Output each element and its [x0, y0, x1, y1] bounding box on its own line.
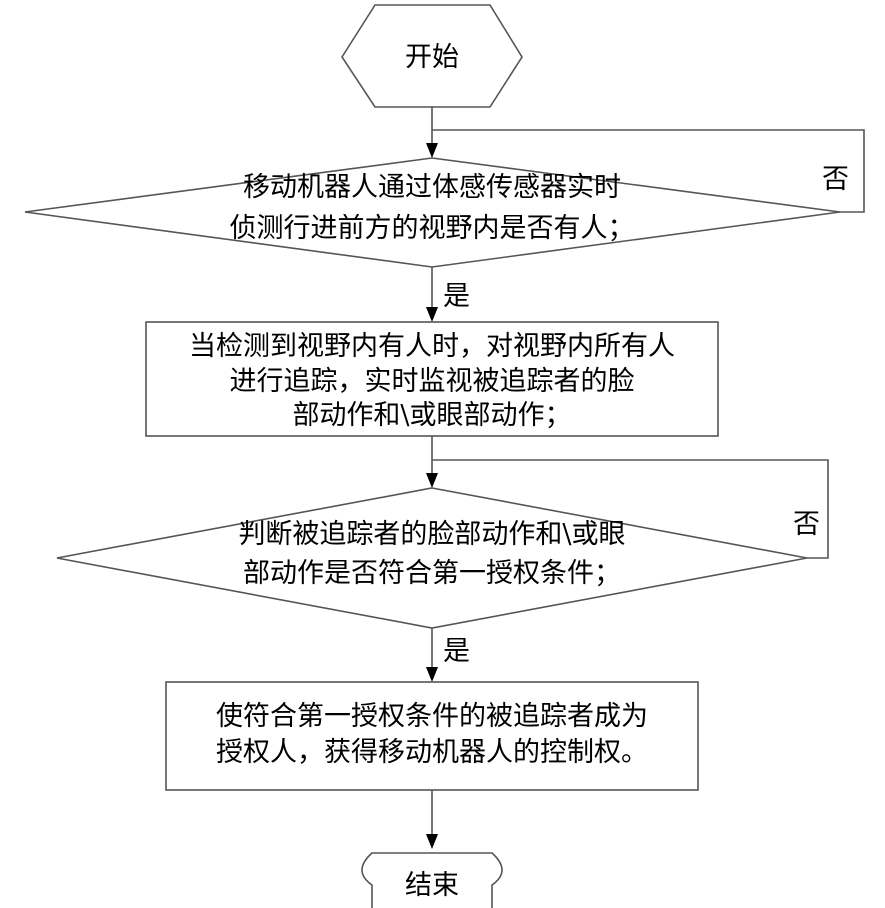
judge-no-label: 否: [793, 509, 820, 540]
start-node: 开始: [342, 5, 522, 107]
track-process: 当检测到视野内有人时，对视野内所有人 进行追踪，实时监视被追踪者的脸 部动作和\…: [146, 322, 718, 436]
detect-yes-label: 是: [443, 281, 470, 312]
detect-decision: 移动机器人通过体感传感器实时 侦测行进前方的视野内是否有人；: [25, 158, 840, 267]
authorize-line-1: 使符合第一授权条件的被追踪者成为: [216, 701, 648, 732]
authorize-line-2: 授权人，获得移动机器人的控制权。: [216, 737, 648, 768]
edge-track-to-judge: [426, 436, 438, 488]
end-label: 结束: [405, 870, 459, 901]
judge-yes-label: 是: [443, 636, 470, 667]
track-line-1: 当检测到视野内有人时，对视野内所有人: [189, 331, 675, 362]
judge-line-1: 判断被追踪者的脸部动作和\或眼: [238, 519, 625, 550]
edge-start-to-detect: [426, 107, 438, 158]
edge-authorize-to-end: [426, 790, 438, 849]
judge-decision: 判断被追踪者的脸部动作和\或眼 部动作是否符合第一授权条件；: [57, 488, 807, 628]
edge-judge-yes: 是: [426, 628, 470, 682]
end-node: 结束: [362, 853, 502, 908]
edge-detect-yes: 是: [426, 267, 470, 322]
authorize-process: 使符合第一授权条件的被追踪者成为 授权人，获得移动机器人的控制权。: [166, 682, 698, 790]
detect-no-label: 否: [822, 164, 849, 195]
detect-line-2: 侦测行进前方的视野内是否有人；: [230, 213, 635, 244]
detect-line-1: 移动机器人通过体感传感器实时: [243, 172, 621, 203]
start-label: 开始: [405, 42, 459, 73]
track-line-3: 部动作和\或眼部动作；: [292, 400, 571, 431]
track-line-2: 进行追踪，实时监视被追踪者的脸: [230, 366, 635, 397]
judge-line-2: 部动作是否符合第一授权条件；: [243, 558, 621, 589]
